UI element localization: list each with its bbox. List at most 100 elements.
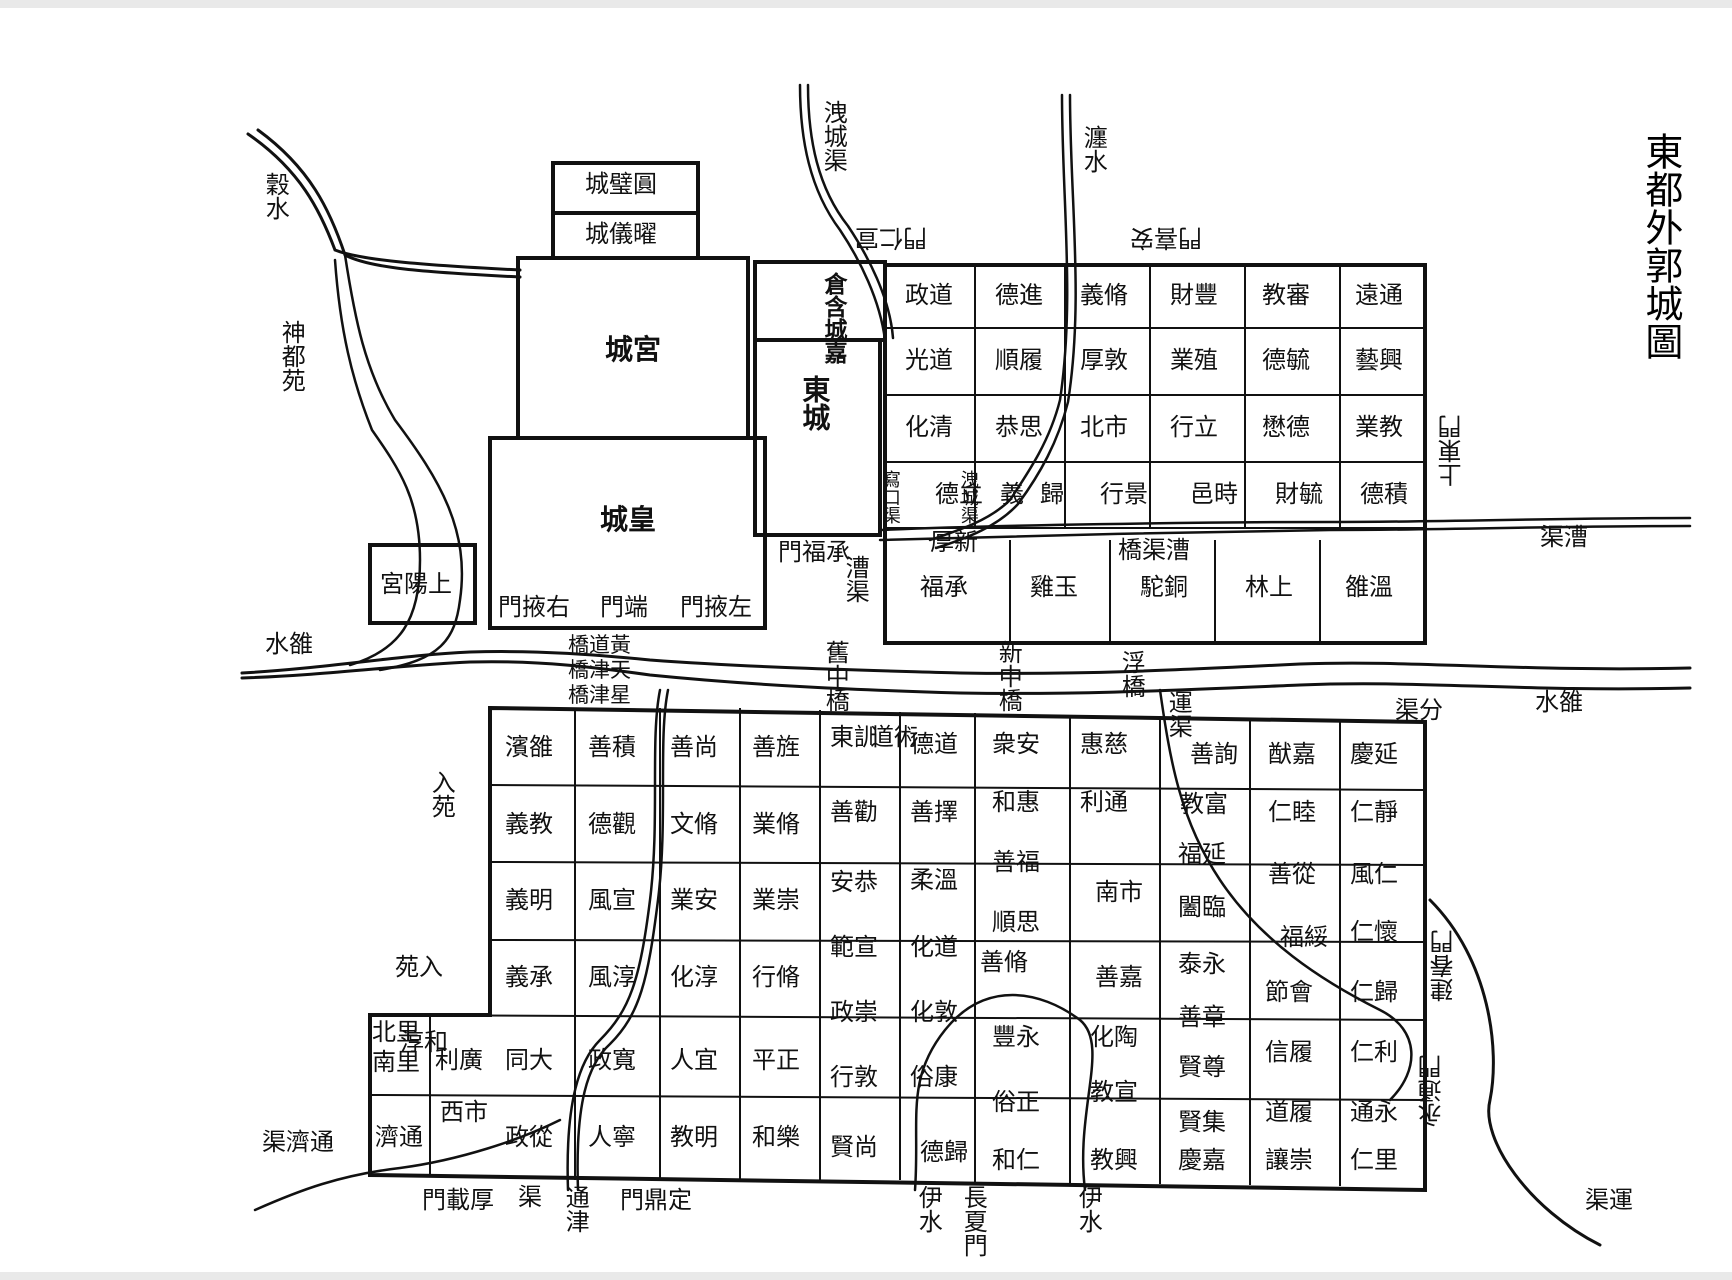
south-ward: 行脩 bbox=[752, 963, 800, 991]
gate-yongtong: 永通門 bbox=[1418, 1055, 1446, 1127]
south-ward: 濟通 bbox=[375, 1123, 423, 1151]
xingjin-bridge: 橋津星 bbox=[568, 683, 631, 707]
south-ward: 節會 bbox=[1265, 978, 1313, 1006]
south-ward: 安恭 bbox=[830, 868, 878, 896]
gate-zuoye: 門掖左 bbox=[680, 593, 752, 621]
south-ward: 善旌 bbox=[752, 733, 800, 761]
south-ward: 風仁 bbox=[1350, 860, 1398, 888]
south-ward: 文脩 bbox=[670, 810, 718, 838]
south-ward: 教富 bbox=[1180, 790, 1228, 818]
south-ward: 善福 bbox=[992, 848, 1040, 876]
south-ward: 南里 bbox=[372, 1048, 420, 1076]
yuanbi-city-label: 城璧圓 bbox=[585, 170, 657, 198]
south-ward: 業崇 bbox=[752, 886, 800, 914]
yun-qu-se-label: 渠運 bbox=[1585, 1186, 1633, 1214]
park-river-a bbox=[343, 253, 464, 672]
south-ward: 讓崇 bbox=[1265, 1146, 1313, 1174]
gate-duan: 門端 bbox=[600, 593, 648, 621]
south-ward: 和樂 bbox=[752, 1123, 800, 1151]
south-ward: 義教 bbox=[505, 810, 553, 838]
south-ward: 教宣 bbox=[1090, 1078, 1138, 1106]
jiuzhong-bridge: 舊中橋 bbox=[821, 640, 850, 712]
cao-qu-label: 渠漕 bbox=[1540, 523, 1588, 551]
south-ward: 仁靜 bbox=[1350, 798, 1398, 826]
chan-river-b bbox=[934, 93, 1077, 550]
jin-qu-label: 渠 bbox=[518, 1183, 542, 1211]
south-ward: 慶嘉 bbox=[1178, 1146, 1226, 1174]
gate-shangdong: 上東門 bbox=[1438, 415, 1466, 487]
gate-anxi: 門喜安 bbox=[1130, 224, 1202, 253]
gate-chengfu: 門福承 bbox=[778, 538, 850, 566]
south-ward: 善詢 bbox=[1190, 740, 1238, 768]
north-grid bbox=[885, 265, 1425, 643]
south-ward: 善尚 bbox=[670, 733, 718, 761]
north-ward: 業殖 bbox=[1170, 346, 1218, 374]
south-ward: 信履 bbox=[1265, 1038, 1313, 1066]
south-ward: 教明 bbox=[670, 1123, 718, 1151]
north-ward: 義脩 bbox=[1080, 281, 1128, 309]
south-ward: 同大 bbox=[505, 1046, 553, 1074]
yi-shui-label-1: 伊水 bbox=[914, 1185, 943, 1233]
south-ward: 善積 bbox=[588, 733, 636, 761]
dong-city-wall bbox=[753, 338, 882, 537]
xinde-label: 厚新 bbox=[930, 528, 978, 556]
tianjin-bridge: 橋津天 bbox=[568, 658, 631, 682]
gu-river-b bbox=[256, 128, 522, 279]
dong-city-label: 東城 bbox=[798, 375, 832, 431]
north-ward: 雞玉 bbox=[1030, 573, 1078, 601]
north-ward: 財毓 bbox=[1275, 480, 1323, 508]
tongji-qu-label: 渠濟通 bbox=[262, 1128, 334, 1156]
south-grid bbox=[369, 708, 1426, 1186]
cao-qu-small-label: 漕渠 bbox=[841, 555, 870, 603]
north-outer-wall bbox=[883, 263, 1427, 645]
south-ward: 化道 bbox=[910, 933, 958, 961]
south-ward: 賢尚 bbox=[830, 1133, 878, 1161]
north-ward: 業教 bbox=[1355, 413, 1403, 441]
tong-jin-label: 通津 bbox=[561, 1185, 590, 1233]
south-ward: 泰永 bbox=[1178, 950, 1226, 978]
south-ward: 義明 bbox=[505, 886, 553, 914]
gate-dingding: 門鼎定 bbox=[620, 1186, 692, 1214]
north-ward: 藝興 bbox=[1355, 346, 1403, 374]
chan-river-a bbox=[928, 93, 1069, 542]
south-ward: 平正 bbox=[752, 1046, 800, 1074]
gate-changxia: 長夏門 bbox=[959, 1185, 988, 1257]
south-ward: 善嘉 bbox=[1095, 963, 1143, 991]
south-ward: 仁利 bbox=[1350, 1038, 1398, 1066]
south-ward: 衆安 bbox=[992, 730, 1040, 758]
south-ward: 濱雒 bbox=[505, 733, 553, 761]
south-ward: 豐永 bbox=[992, 1023, 1040, 1051]
north-ward: 光道 bbox=[905, 346, 953, 374]
caoqu-bridge: 橋渠漕 bbox=[1118, 536, 1190, 564]
yuan-ru-label: 苑入 bbox=[395, 953, 443, 981]
yi-river bbox=[913, 993, 1094, 1192]
yun-qu-label: 運渠 bbox=[1164, 690, 1193, 738]
gong-city-label: 城宮 bbox=[605, 333, 662, 366]
luo-river-south-bank bbox=[240, 660, 1692, 695]
south-ward: 行敦 bbox=[830, 1063, 878, 1091]
south-ward: 俗正 bbox=[992, 1088, 1040, 1116]
south-ward: 範宣 bbox=[830, 933, 878, 961]
south-ward: 順思 bbox=[992, 908, 1040, 936]
east-river bbox=[1428, 898, 1602, 1247]
south-ward: 通永 bbox=[1350, 1098, 1398, 1126]
south-ward: 柔溫 bbox=[910, 866, 958, 894]
xinzhong-bridge: 新中橋 bbox=[994, 640, 1023, 712]
north-ward: 邑時 bbox=[1190, 480, 1238, 508]
south-west-canal bbox=[566, 688, 662, 1192]
south-ward: 風淳 bbox=[588, 963, 636, 991]
south-ward: 仁懷 bbox=[1350, 918, 1398, 946]
south-ward: 政崇 bbox=[830, 998, 878, 1026]
south-ward: 西市 bbox=[440, 1098, 488, 1126]
south-ward: 北里 bbox=[372, 1018, 420, 1046]
ru-yuan-label: 入苑 bbox=[427, 770, 456, 818]
huang-city-label: 城皇 bbox=[600, 503, 657, 536]
gu-shui-label: 穀水 bbox=[261, 172, 290, 220]
south-ward: 仁里 bbox=[1350, 1146, 1398, 1174]
south-ward: 業脩 bbox=[752, 810, 800, 838]
map-title: 東都外郭城圖 bbox=[1638, 132, 1683, 360]
xie-cheng-qu-label: 洩城渠 bbox=[819, 100, 848, 172]
south-ward: 和仁 bbox=[992, 1146, 1040, 1174]
fen-qu-label: 渠分 bbox=[1395, 696, 1443, 724]
